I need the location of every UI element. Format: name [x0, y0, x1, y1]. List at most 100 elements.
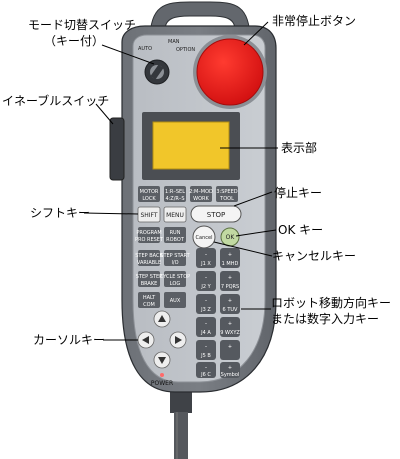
axis-key-plus-3[interactable]	[220, 294, 240, 314]
svg-text:HALT: HALT	[143, 295, 156, 301]
halt-key[interactable]	[138, 292, 160, 308]
svg-text:Symbol: Symbol	[221, 372, 240, 378]
axis-keys: – + J1 X 1 MHD – + J2 Y 7 PQRS – + J3 Z …	[196, 248, 240, 378]
svg-text:CYCLE STOP: CYCLE STOP	[160, 274, 190, 280]
svg-text:+: +	[228, 298, 232, 304]
arrow-left-icon	[142, 336, 149, 344]
power-led	[160, 373, 164, 377]
power-label: POWER	[151, 380, 173, 387]
function-key[interactable]	[164, 186, 186, 202]
axis-key-minus-3[interactable]	[196, 294, 216, 314]
callout-axis-keys-line1: ロボット移動方向キー	[271, 296, 392, 310]
callout-mode-switch: モード切替スイッチ	[28, 18, 137, 32]
svg-text:ROBOT: ROBOT	[166, 237, 185, 243]
cycle-stop-key[interactable]	[164, 271, 186, 287]
shift-button-label: SHIFT	[140, 212, 157, 219]
callout-emergency-stop: 非常停止ボタン	[272, 14, 357, 28]
svg-text:BRAKE: BRAKE	[141, 281, 158, 287]
callout-shift-key: シフトキー	[30, 206, 91, 220]
svg-text:LOCK: LOCK	[142, 196, 156, 202]
axis-key-plus-4[interactable]	[220, 317, 240, 337]
step-back-key[interactable]	[138, 250, 160, 266]
leader-lines	[83, 21, 278, 341]
svg-text:J2 Y: J2 Y	[200, 284, 211, 290]
axis-key-plus-1[interactable]	[220, 248, 240, 268]
svg-text:3:SPEED: 3:SPEED	[216, 189, 237, 195]
mode-label-auto: AUTO	[138, 46, 152, 52]
svg-text:PRO RESET: PRO RESET	[135, 237, 164, 243]
arrow-down-icon	[158, 357, 166, 364]
axis-key-minus-4[interactable]	[196, 317, 216, 337]
svg-text:4:Z/R–S: 4:Z/R–S	[165, 196, 184, 202]
svg-text:I/O: I/O	[171, 260, 178, 266]
aux-key[interactable]	[164, 292, 186, 308]
stop-button[interactable]	[190, 205, 242, 223]
axis-key-minus-6[interactable]	[196, 362, 216, 378]
axis-key-plus-5[interactable]	[220, 340, 240, 360]
callout-ok-key: OK キー	[278, 223, 324, 237]
menu-button-label: MENU	[166, 212, 184, 219]
cursor-keys	[137, 310, 187, 369]
cable	[170, 385, 192, 459]
function-key[interactable]	[216, 186, 238, 202]
enable-switch[interactable]	[109, 117, 125, 181]
mode-switch[interactable]	[144, 59, 170, 85]
step-start-key[interactable]	[164, 250, 186, 266]
svg-text:J5 B: J5 B	[200, 353, 211, 359]
svg-text:1:R–SEL: 1:R–SEL	[165, 189, 185, 195]
ok-button-label: OK	[226, 234, 236, 241]
axis-key-plus-2[interactable]	[220, 271, 240, 291]
run-button[interactable]	[164, 227, 186, 243]
svg-text:VARIABLE: VARIABLE	[137, 260, 161, 266]
svg-text:STEP STEP: STEP STEP	[136, 274, 162, 280]
svg-text:7 PQRS: 7 PQRS	[221, 284, 239, 290]
svg-text:+: +	[228, 344, 232, 350]
svg-text:–: –	[205, 321, 208, 327]
svg-text:STEP START: STEP START	[160, 253, 190, 259]
svg-text:LOG: LOG	[170, 281, 181, 287]
arrow-up-icon	[158, 315, 166, 322]
svg-text:–: –	[205, 275, 208, 281]
shift-button[interactable]	[137, 206, 161, 223]
mode-label-man: MAN	[168, 39, 180, 45]
axis-key-minus-1[interactable]	[196, 248, 216, 268]
svg-text:+: +	[228, 275, 232, 281]
svg-text:–: –	[205, 252, 208, 258]
svg-text:J4 A: J4 A	[200, 330, 211, 336]
mode-label-option: OPTION	[176, 47, 195, 53]
svg-text:1 MHD: 1 MHD	[222, 261, 239, 267]
callout-enable-switch: イネーブルスイッチ	[2, 94, 110, 108]
svg-text:J6 C: J6 C	[200, 372, 211, 378]
menu-button[interactable]	[163, 206, 187, 223]
program-button[interactable]	[138, 227, 160, 243]
svg-text:6 TUV: 6 TUV	[223, 307, 238, 313]
axis-key-minus-5[interactable]	[196, 340, 216, 360]
svg-text:TOOL: TOOL	[219, 196, 234, 202]
svg-text:J1 X: J1 X	[200, 261, 211, 267]
function-key[interactable]	[138, 186, 160, 202]
svg-text:–: –	[205, 344, 208, 350]
callout-cursor-keys: カーソルキー	[33, 333, 106, 347]
svg-text:–: –	[205, 298, 208, 304]
axis-key-plus-6[interactable]	[220, 362, 240, 378]
svg-text:PROGRAM: PROGRAM	[136, 230, 161, 236]
function-key[interactable]	[190, 186, 212, 202]
svg-text:+: +	[228, 321, 232, 327]
svg-text:+: +	[228, 365, 232, 371]
emergency-stop-button[interactable]	[196, 38, 264, 106]
callout-cancel-key: キャンセルキー	[272, 249, 357, 263]
svg-text:WORK: WORK	[193, 196, 209, 202]
arrow-right-icon	[175, 336, 182, 344]
svg-text:+: +	[228, 252, 232, 258]
callout-stop-key: 停止キー	[274, 186, 323, 200]
svg-text:COM: COM	[143, 302, 155, 308]
cancel-button-label: Cancel	[196, 235, 213, 241]
axis-key-minus-2[interactable]	[196, 271, 216, 291]
callout-mode-switch-sub: （キー付）	[44, 34, 105, 48]
left-key-block: STEP BACK VARIABLE STEP START I/O STEP S…	[135, 250, 191, 308]
svg-text:–: –	[205, 365, 208, 371]
svg-text:2:M–MOD: 2:M–MOD	[189, 189, 213, 195]
callout-display: 表示部	[281, 141, 318, 155]
step-step-key[interactable]	[138, 271, 160, 287]
